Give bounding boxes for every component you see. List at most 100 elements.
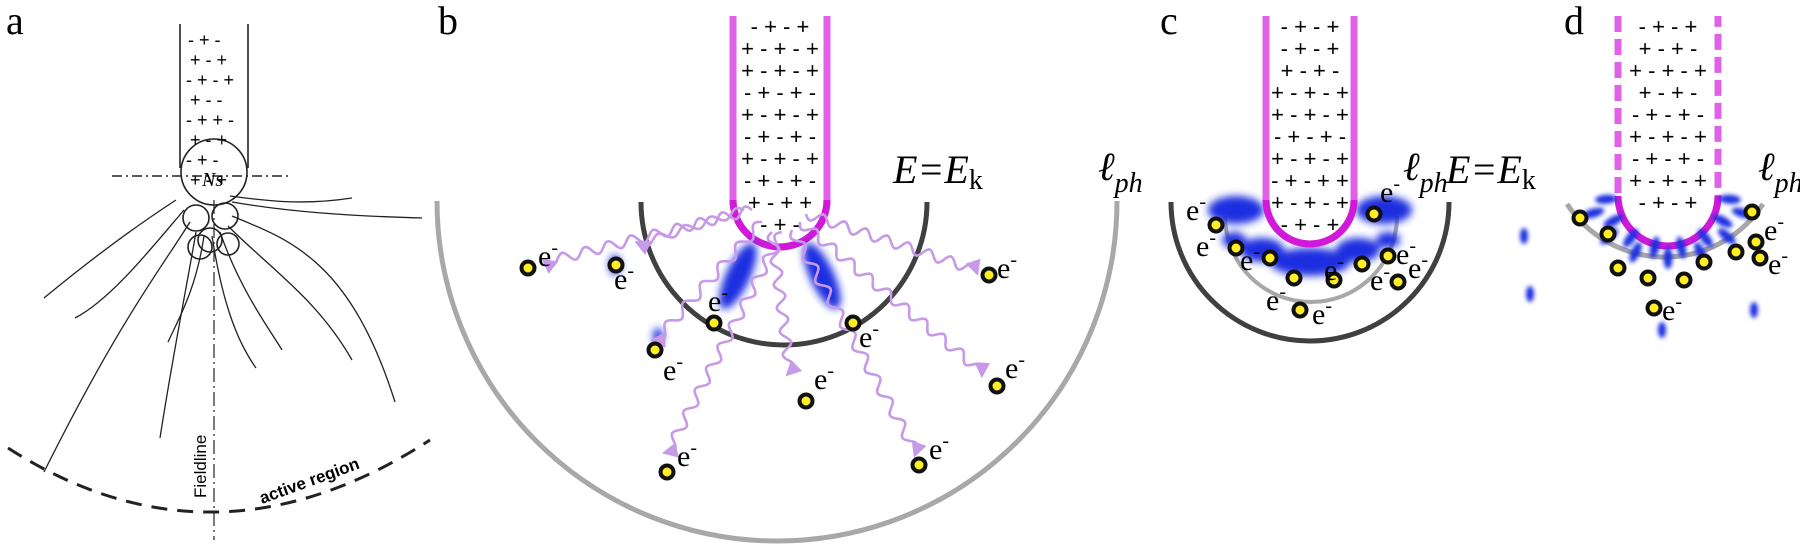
electron-dot — [980, 266, 998, 284]
electron-label: e- — [929, 430, 949, 466]
electron-d: e- — [1751, 245, 1788, 281]
electron-c: e- — [1240, 241, 1279, 277]
panel-c-letter: c — [1160, 0, 1178, 43]
electron-label: e- — [1240, 241, 1260, 277]
panel-c-electrons: e-e-e-e-e-e-e-e-e-e- — [1186, 173, 1428, 331]
svg-text:+ - + -: + - + - — [1639, 80, 1698, 105]
electron-d: e- — [1645, 291, 1682, 327]
electron-dot — [607, 256, 625, 274]
panel-a-active-region-label: active region — [257, 454, 362, 508]
panel-c-length-label: ℓph — [1403, 144, 1448, 199]
electron-dot — [1639, 269, 1657, 287]
electron-label: e- — [814, 360, 834, 396]
svg-text:- + - + -: - + - + - — [1632, 146, 1704, 171]
svg-text:+ - + - +: + - + - + — [741, 36, 819, 61]
electron-label: e- — [1312, 295, 1332, 331]
electron-d — [1571, 209, 1589, 227]
plume-streak — [1718, 194, 1741, 204]
plume-streak — [1649, 236, 1660, 259]
svg-text:- + - + +: - + - + + — [1271, 168, 1349, 193]
panel-b-field-label: E=Ek — [892, 147, 983, 196]
electron-dot — [910, 456, 928, 474]
electron-label: e- — [1768, 245, 1788, 281]
svg-text:- + -: - + - — [188, 30, 221, 50]
electron-b: e- — [658, 437, 697, 481]
panel-b-photon-range-arc — [434, 200, 1120, 544]
svg-text:- + - + -: - + - + - — [1274, 124, 1346, 149]
electron-dot — [646, 341, 664, 359]
panel-d-tip-charges: - + - + + - + - + - + - + + - + - - + - … — [1629, 14, 1707, 215]
electron-dot — [988, 377, 1006, 395]
electron-d — [1675, 271, 1693, 289]
electron-dot — [1285, 269, 1303, 287]
panel-b-tip-apex — [729, 199, 831, 251]
svg-text:+ - +: + - + — [190, 50, 227, 70]
plume-streak — [1750, 302, 1758, 318]
panel-a-fieldline-label: Fieldline — [191, 435, 210, 498]
electron-dot — [1747, 233, 1765, 251]
electron-dot — [1207, 216, 1225, 234]
svg-text:- + - + -: - + - + - — [744, 124, 816, 149]
photon-trajectory — [541, 205, 753, 274]
svg-text:- + - +: - + - + — [1281, 14, 1340, 39]
electron-dot — [1325, 271, 1343, 289]
panel-c: c - + - + - + - + + - + - + - + - + + - … — [1160, 0, 1536, 344]
electron-dot — [658, 463, 676, 481]
electron-d — [1609, 259, 1627, 277]
electron-d — [1727, 243, 1745, 261]
electron-b: e- — [980, 249, 1017, 285]
panel-b-electrons: e-e-e-e-e-e-e-e-e-e- — [519, 237, 1025, 481]
svg-text:- + - +: - + - + — [1281, 36, 1340, 61]
photon-trajectory — [634, 206, 745, 255]
svg-text:- + - +: - + - + — [751, 14, 810, 39]
electron-b: e- — [910, 430, 949, 474]
photon-trajectory — [798, 221, 991, 379]
panel-c-field-label: E=Ek — [1445, 147, 1536, 196]
svg-text:+ - + - +: + - + - + — [1629, 168, 1707, 193]
electron-b: e- — [988, 349, 1025, 395]
svg-text:+ - + - +: + - + - + — [1629, 124, 1707, 149]
svg-text:- + - + -: - + - + - — [744, 168, 816, 193]
svg-text:+ - -: + - - — [190, 90, 223, 110]
svg-text:- + - +: - + - + — [1639, 14, 1698, 39]
svg-text:+ - + - +: + - + - + — [1271, 80, 1349, 105]
electron-dot — [1389, 273, 1407, 291]
electron-label: e- — [1005, 349, 1025, 385]
electron-label: e- — [1186, 191, 1206, 227]
plume-streak — [1697, 228, 1713, 248]
electron-dot — [705, 314, 723, 332]
svg-text:+ - + - +: + - + - + — [1271, 102, 1349, 127]
panel-b-photons — [541, 205, 991, 458]
photon-trajectory — [766, 231, 803, 377]
electron-label: e- — [859, 318, 879, 354]
electron-b: e- — [519, 237, 558, 277]
panel-a-trajectories — [43, 195, 423, 473]
electron-d — [1639, 269, 1657, 287]
electron-dot — [1261, 249, 1279, 267]
plume-streak — [1676, 236, 1687, 259]
electron-label: e- — [1370, 261, 1390, 297]
svg-text:- + - + -: - + - + - — [744, 80, 816, 105]
electron-dot — [1599, 225, 1617, 243]
electron-c: e- — [1324, 251, 1344, 289]
plume-streak — [1526, 286, 1534, 302]
electron-b: e- — [607, 256, 634, 296]
electron-label: e- — [708, 282, 728, 318]
plume-streak — [1520, 228, 1528, 244]
panel-a-letter: a — [6, 0, 24, 43]
panel-d-length-label: ℓph — [1758, 144, 1800, 199]
electron-label: e- — [1764, 211, 1784, 247]
electron-dot — [1743, 203, 1761, 221]
electron-label: e- — [677, 437, 697, 473]
plume-streak — [1623, 228, 1639, 248]
panel-d: d - + - + + - + - + - + - + + - + - - + … — [1520, 0, 1800, 338]
panel-a-ns-label: Ns — [201, 169, 223, 191]
panel-a: a - + - + - + - + - + + - - - + + - + - … — [6, 0, 431, 540]
svg-text:- + - +: - + - + — [186, 70, 234, 90]
plume-streak — [1717, 228, 1736, 245]
electron-dot — [1291, 301, 1309, 319]
electron-dot — [1227, 239, 1245, 257]
electron-dot — [1695, 253, 1713, 271]
panel-b-tip-charges: - + - + + - + - + + - + - + - + - + - + … — [741, 14, 819, 237]
